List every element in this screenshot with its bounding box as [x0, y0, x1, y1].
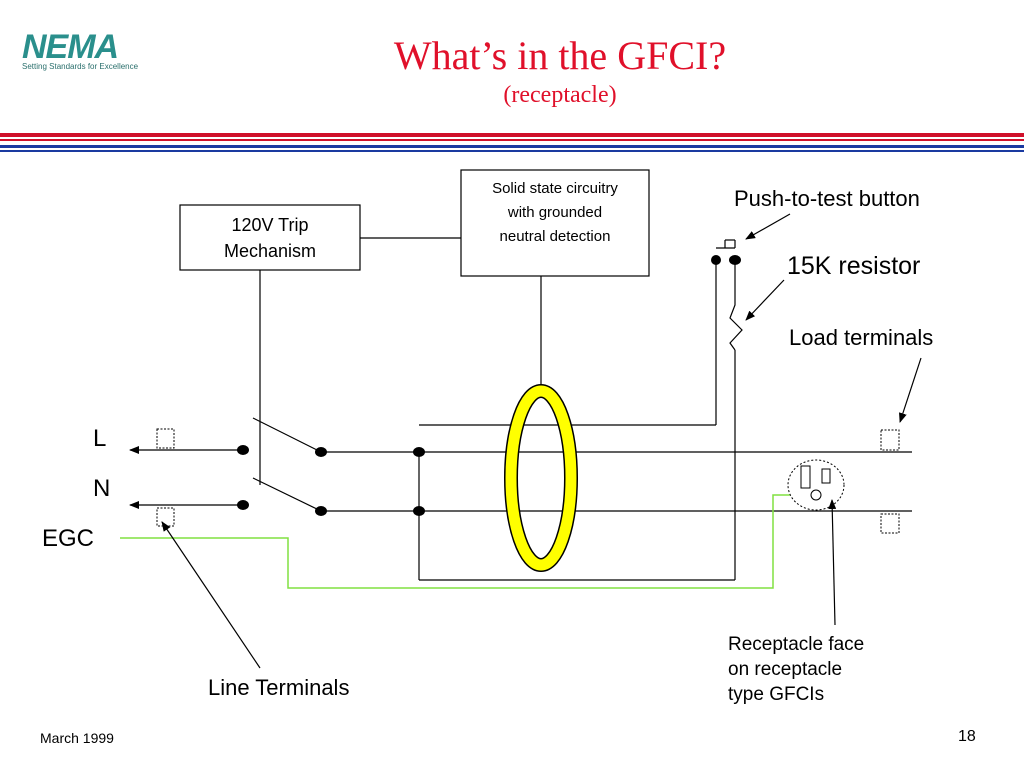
header-rule-red-thin	[0, 139, 1024, 141]
line-terminals-label: Line Terminals	[208, 675, 349, 700]
logo-wordmark: NEMA	[22, 28, 119, 66]
line-terminal-hot	[156, 428, 175, 449]
solid-state-circuit-box: Solid state circuitry with grounded neut…	[460, 169, 650, 277]
wire-junctions	[237, 255, 741, 516]
line-n-label: N	[93, 475, 110, 502]
trip-mechanism-box: 120V Trip Mechanism	[179, 204, 361, 271]
receptacle-label-line-2: on receptacle	[728, 659, 842, 680]
header-rule-blue	[0, 145, 1024, 148]
line-terminal-neutral	[156, 507, 175, 527]
nema-logo: NEMA Setting Standards for Excellence	[22, 30, 152, 71]
receptacle-face	[787, 459, 845, 511]
header-rule-red	[0, 133, 1024, 137]
circuit-box-line-1: Solid state circuitry	[492, 180, 618, 197]
receptacle-label-line-3: type GFCIs	[728, 684, 824, 705]
line-egc-label: EGC	[42, 525, 94, 552]
line-l-label: L	[93, 425, 106, 452]
trip-box-line-2: Mechanism	[224, 241, 316, 261]
resistor-label: 15K resistor	[787, 252, 920, 280]
terminal-squares	[156, 428, 900, 534]
callout-arrows	[161, 213, 922, 669]
push-to-test-label: Push-to-test button	[734, 186, 920, 211]
circuit-box-line-2: with grounded	[507, 204, 602, 221]
slide-title: What’s in the GFCI?	[393, 33, 727, 78]
footer-date: March 1999	[40, 730, 114, 746]
circuit-box-line-3: neutral detection	[500, 228, 611, 245]
load-terminal-hot	[880, 429, 900, 451]
page-number: 18	[958, 728, 976, 745]
load-terminals-label: Load terminals	[789, 325, 933, 350]
load-terminal-neutral	[880, 513, 900, 534]
egc-wire	[120, 494, 806, 589]
current-transformer-ring-fill	[505, 385, 577, 571]
slide-subtitle: (receptacle)	[503, 82, 617, 108]
receptacle-label-line-1: Receptacle face	[728, 634, 864, 655]
trip-box-line-1: 120V Trip	[231, 215, 308, 235]
logo-tagline: Setting Standards for Excellence	[22, 62, 139, 71]
header-rule-blue-thin	[0, 150, 1024, 152]
